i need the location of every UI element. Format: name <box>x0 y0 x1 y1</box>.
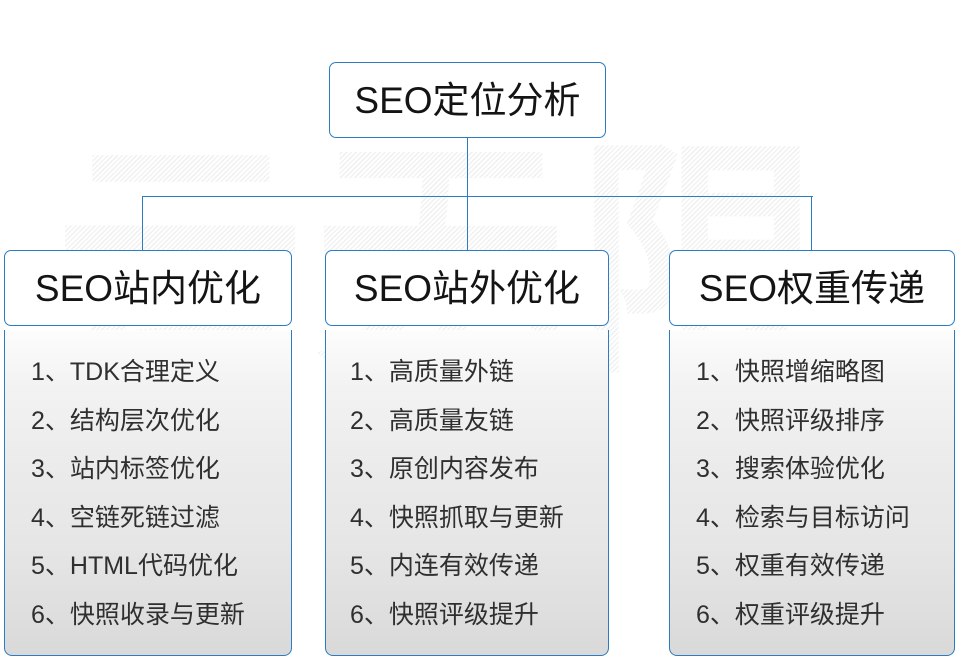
connector-root-stem <box>467 138 469 198</box>
list-item: 5、内连有效传递 <box>350 552 539 580</box>
branch-header-1: SEO站内优化 <box>4 250 292 326</box>
list-item: 4、检索与目标访问 <box>696 503 910 532</box>
branch-body-1: 1、TDK合理定义 2、结构层次优化 3、站内标签优化 4、空链死链过滤 5、H… <box>4 330 292 656</box>
connector-branch-middle <box>467 196 469 252</box>
branch-body-3: 1、快照增缩略图 2、快照评级排序 3、搜索体验优化 4、检索与目标访问 5、权… <box>669 330 955 656</box>
branch-column-1: SEO站内优化 1、TDK合理定义 2、结构层次优化 3、站内标签优化 4、空链… <box>4 250 292 656</box>
list-item: 5、权重有效传递 <box>696 552 885 580</box>
list-item: 4、空链死链过滤 <box>31 503 220 532</box>
list-item: 1、快照增缩略图 <box>696 358 885 386</box>
list-item: 6、快照评级提升 <box>350 600 539 629</box>
list-item: 2、快照评级排序 <box>696 406 885 435</box>
connector-branch-left <box>142 196 144 252</box>
root-node-label: SEO定位分析 <box>354 79 581 121</box>
branch-header-3: SEO权重传递 <box>669 250 955 326</box>
root-node: SEO定位分析 <box>329 62 606 138</box>
list-item: 3、站内标签优化 <box>31 455 220 483</box>
list-item: 2、结构层次优化 <box>31 406 220 435</box>
list-item: 6、快照收录与更新 <box>31 600 245 629</box>
list-item: 2、高质量友链 <box>350 406 514 435</box>
list-item: 1、TDK合理定义 <box>31 358 220 386</box>
connector-branch-right <box>811 196 813 252</box>
list-item: 1、高质量外链 <box>350 358 514 386</box>
connector-horizontal-bus <box>142 196 813 198</box>
list-item: 3、搜索体验优化 <box>696 455 885 483</box>
diagram-canvas: 云无限 SEO定位分析 SEO站内优化 1、TDK合理定义 2、结构层次优化 3… <box>4 62 955 656</box>
list-item: 3、原创内容发布 <box>350 455 539 483</box>
branch-body-2: 1、高质量外链 2、高质量友链 3、原创内容发布 4、快照抓取与更新 5、内连有… <box>325 330 609 656</box>
branch-header-2: SEO站外优化 <box>325 250 609 326</box>
branch-header-label-1: SEO站内优化 <box>34 267 262 309</box>
list-item: 5、HTML代码优化 <box>31 552 238 580</box>
list-item: 6、权重评级提升 <box>696 600 885 629</box>
branch-column-2: SEO站外优化 1、高质量外链 2、高质量友链 3、原创内容发布 4、快照抓取与… <box>325 250 609 656</box>
list-item: 4、快照抓取与更新 <box>350 503 564 532</box>
branch-header-label-2: SEO站外优化 <box>353 267 581 309</box>
branch-column-3: SEO权重传递 1、快照增缩略图 2、快照评级排序 3、搜索体验优化 4、检索与… <box>669 250 955 656</box>
branch-header-label-3: SEO权重传递 <box>698 267 926 309</box>
